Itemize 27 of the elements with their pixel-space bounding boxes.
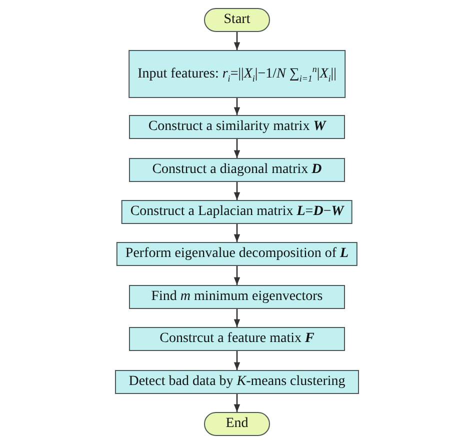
node-text: Construct a diagonal matrix D <box>152 162 322 178</box>
arrow <box>234 32 240 50</box>
arrow <box>234 224 240 242</box>
node-text: Perform eigenvalue decomposition of L <box>125 246 349 262</box>
process-box <box>129 115 345 139</box>
process-box <box>116 242 358 266</box>
process-box <box>121 200 353 224</box>
process-box <box>115 370 359 394</box>
node-text: Construct a Laplacian matrix L=D−W <box>130 204 344 220</box>
arrow <box>234 266 240 285</box>
arrow <box>234 182 240 200</box>
node-text: Find m minimum eigenvectors <box>151 289 323 305</box>
arrow <box>234 98 240 115</box>
arrow <box>234 351 240 370</box>
node-text: Detect bad data by K-means clustering <box>128 374 346 390</box>
arrow <box>234 309 240 327</box>
process-box <box>129 285 345 309</box>
node-text: Input features: r$_{i}$=||X$_{i}$|−1/N ∑$_{i=1}$$^{n}$|X$_{i}$|| <box>138 64 336 84</box>
node-text: Start <box>224 12 250 28</box>
process-box <box>128 50 346 98</box>
node-text: End <box>226 416 248 432</box>
node-text: Constrcut a feature matix F <box>160 331 314 347</box>
node-text: Construct a similarity matrix W <box>148 119 326 135</box>
process-box <box>129 327 345 351</box>
arrow <box>234 139 240 158</box>
process-box <box>129 158 345 182</box>
arrow <box>234 394 240 412</box>
